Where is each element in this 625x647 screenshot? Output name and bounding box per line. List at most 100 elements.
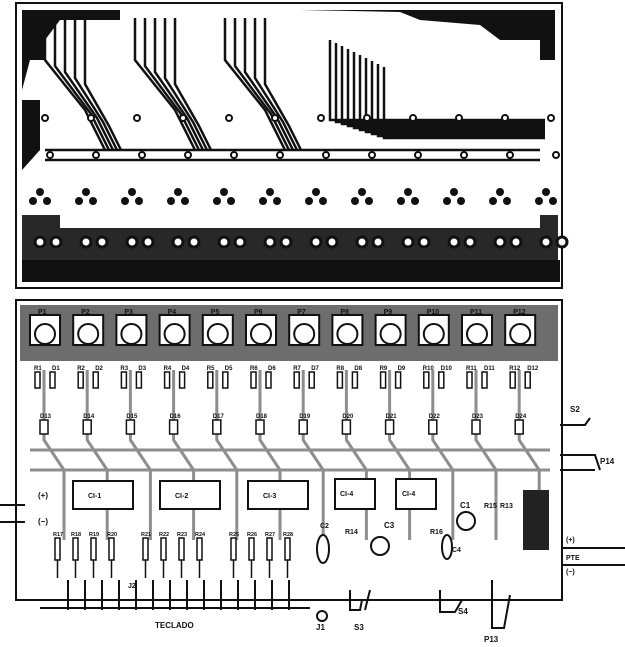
resistor-label: R6 — [250, 366, 258, 372]
trimpot-wiper — [379, 323, 402, 345]
diode — [298, 419, 308, 435]
diode-label: D7 — [311, 366, 319, 372]
diode-label: D12 — [527, 366, 539, 372]
copper-pad — [263, 235, 277, 249]
copper-pad — [555, 235, 569, 249]
copper-pad — [89, 197, 97, 205]
label-p13: P13 — [484, 635, 499, 644]
copper-pad — [463, 235, 477, 249]
copper-pad — [79, 235, 93, 249]
copper-pad — [509, 235, 523, 249]
diode-label: D16 — [170, 414, 182, 420]
resistor — [423, 371, 430, 389]
ic-label: CI-1 — [88, 493, 101, 500]
copper-trace — [173, 18, 213, 151]
diode-label: D4 — [182, 366, 190, 372]
diode-label: D18 — [256, 414, 268, 420]
resistor-label: R21 — [141, 532, 151, 538]
switch-s4 — [439, 590, 463, 613]
capacitor-c3 — [370, 536, 390, 556]
trimpot-wiper — [336, 323, 359, 345]
resistor — [77, 371, 84, 389]
copper-pad — [87, 114, 95, 122]
copper-pad — [317, 114, 325, 122]
diode — [351, 371, 359, 389]
pot-label: P2 — [81, 309, 90, 316]
diode — [308, 371, 315, 389]
resistor — [34, 371, 41, 389]
label-r14: R14 — [345, 529, 358, 536]
ic-group — [72, 478, 437, 510]
resistor — [108, 537, 115, 561]
switch-s2 — [560, 417, 591, 426]
pot-label: P1 — [38, 309, 47, 316]
pot-label: P11 — [470, 309, 482, 316]
pot-label: P8 — [340, 309, 349, 316]
component-trace — [474, 370, 498, 540]
copper-pad — [171, 235, 185, 249]
diode-label: D23 — [472, 414, 484, 420]
ic-label: CI-4 — [402, 491, 415, 498]
diode — [481, 371, 488, 389]
diode — [428, 419, 438, 435]
copper-trace — [153, 18, 205, 151]
diode — [255, 419, 265, 435]
copper-pad — [33, 235, 47, 249]
copper-pad — [220, 188, 228, 196]
copper-pad — [503, 197, 511, 205]
copper-pad — [312, 188, 320, 196]
trimpot-wiper — [466, 323, 488, 345]
label-j1: J1 — [316, 623, 325, 632]
copper-pad — [184, 151, 192, 159]
resistor-label: R11 — [466, 366, 477, 372]
copper-pad — [535, 197, 543, 205]
copper-pad — [95, 235, 109, 249]
diode — [471, 419, 481, 435]
copper-trace — [63, 18, 115, 151]
diode-label: D10 — [441, 366, 453, 372]
ic-ci1 — [72, 480, 134, 510]
resistor — [266, 537, 273, 561]
copper-pad — [409, 114, 417, 122]
copper-pad — [179, 114, 187, 122]
capacitor-c2 — [316, 534, 330, 564]
diode-label: D2 — [95, 366, 103, 372]
resistor-label: R22 — [159, 532, 169, 538]
copper-pad — [259, 197, 267, 205]
copper-pad — [351, 197, 359, 205]
diode-label: D11 — [484, 366, 495, 372]
copper-pad — [493, 235, 507, 249]
resistor-label: R28 — [283, 532, 293, 538]
resistor-label: R12 — [509, 366, 521, 372]
resistor-label: R25 — [229, 532, 239, 538]
capacitor-c4 — [441, 534, 453, 560]
diode-label: D13 — [40, 414, 52, 420]
copper-trace — [53, 18, 111, 151]
copper-pad — [217, 235, 231, 249]
copper-trace — [233, 18, 291, 151]
copper-trace — [243, 18, 295, 151]
copper-trace — [163, 18, 209, 151]
diode — [82, 419, 92, 435]
trimpot-wiper — [163, 323, 186, 345]
component-trace — [301, 370, 325, 540]
resistor-label: R8 — [336, 366, 344, 372]
diode — [384, 419, 395, 435]
copper-pad — [309, 235, 323, 249]
diode-label: D1 — [52, 366, 60, 372]
copper-pad — [552, 151, 560, 159]
label-pte: PTE — [566, 555, 580, 562]
resistor-label: R2 — [77, 366, 85, 372]
copper-pad — [125, 235, 139, 249]
copper-trace — [346, 49, 545, 128]
copper-pad — [92, 151, 100, 159]
copper-pad — [450, 188, 458, 196]
label-c2: C2 — [320, 523, 329, 530]
copper-pad — [230, 151, 238, 159]
label-r15: R15 — [484, 503, 497, 510]
resistor — [293, 371, 300, 389]
copper-trace — [43, 18, 107, 151]
ic-label: CI-4 — [340, 491, 353, 498]
copper-side-board — [15, 2, 569, 289]
